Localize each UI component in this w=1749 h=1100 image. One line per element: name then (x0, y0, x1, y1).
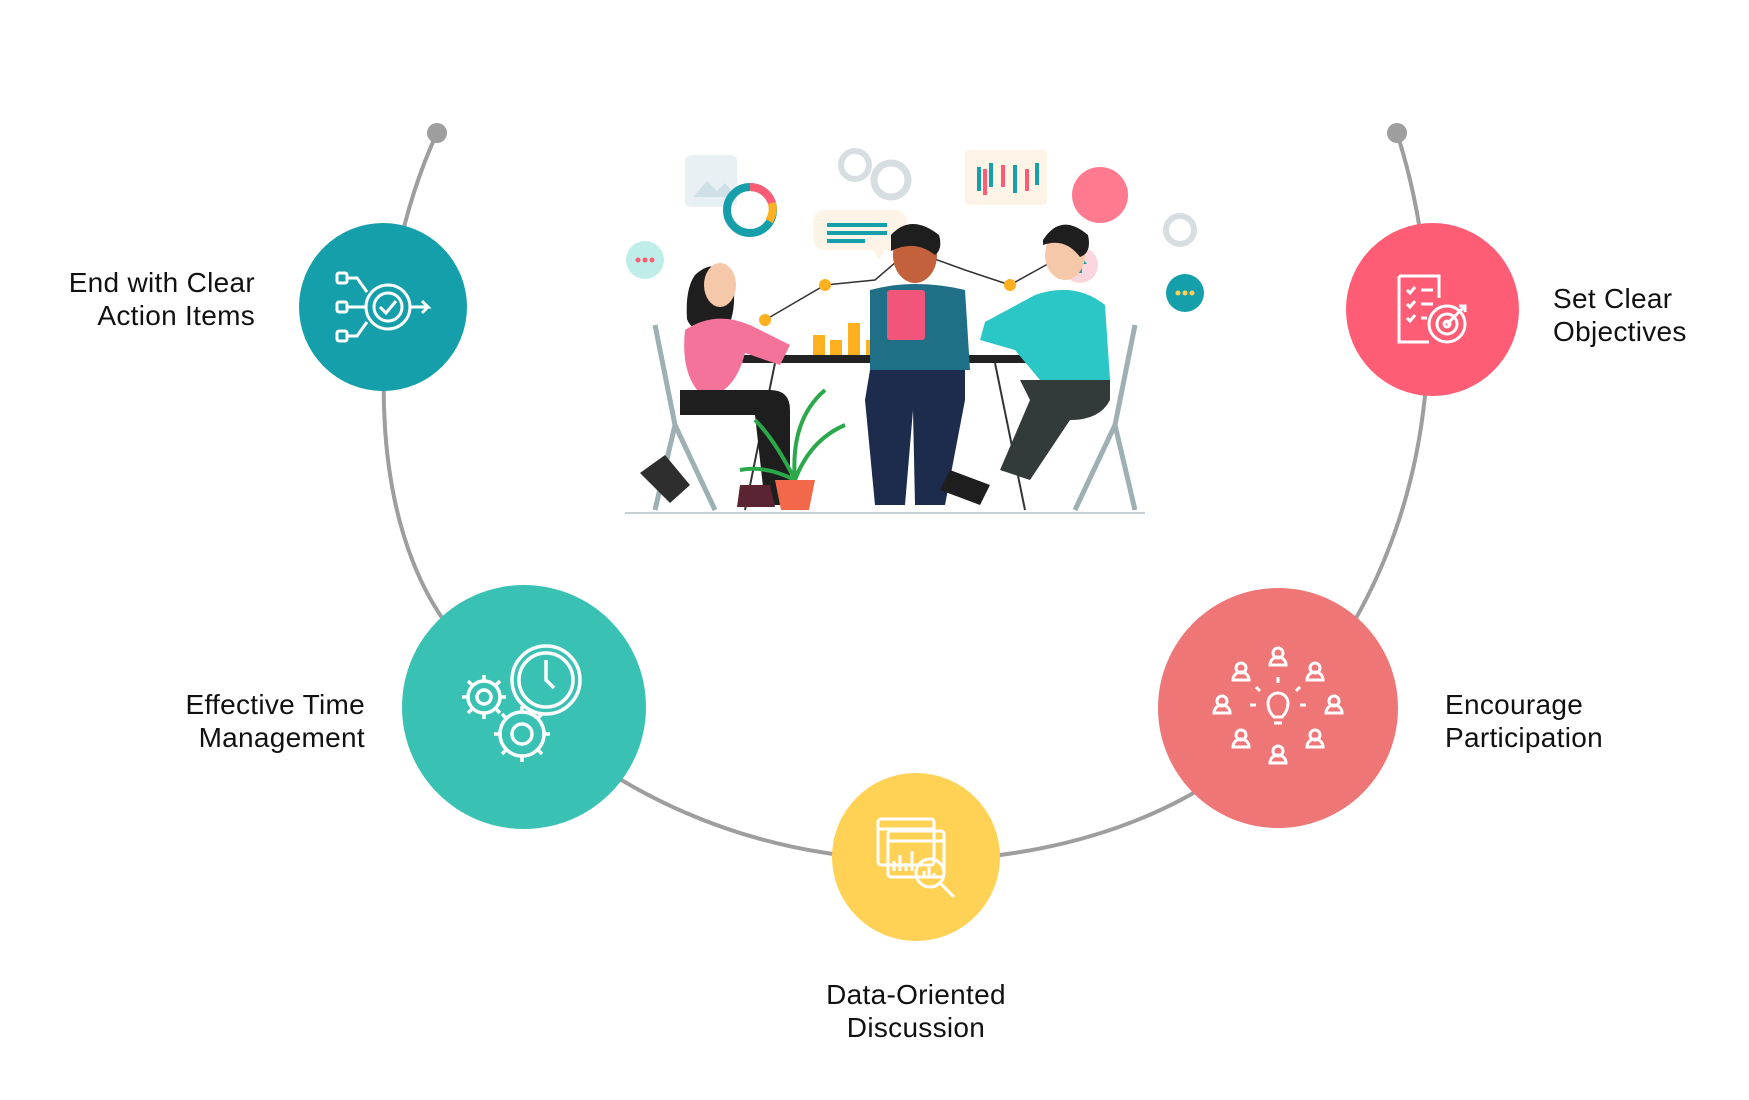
step-encourage-participation-label: Encourage Participation (1445, 689, 1603, 753)
step-data-oriented-discussion-label: Data-Oriented Discussion (826, 979, 1006, 1043)
arc-start-dot (427, 123, 447, 143)
data-magnifier-icon (876, 817, 956, 899)
checklist-target-icon (1397, 274, 1466, 343)
arc-end-dot (1387, 123, 1407, 143)
gears-clock-icon (462, 644, 582, 762)
step-encourage-participation-circle (1158, 588, 1398, 828)
action-flow-icon (335, 271, 432, 343)
step-end-with-clear-action-items-circle (299, 223, 467, 391)
step-set-clear-objectives-circle (1346, 223, 1519, 396)
step-effective-time-management-circle (402, 585, 646, 829)
people-lightbulb-icon (1212, 646, 1344, 765)
step-set-clear-objectives-label: Set Clear Objectives (1553, 283, 1687, 347)
team-meeting-illustration (625, 148, 1204, 514)
step-data-oriented-discussion-circle (832, 773, 1000, 941)
step-effective-time-management-label: Effective Time Management (185, 689, 365, 753)
step-end-with-clear-action-items-label: End with Clear Action Items (68, 267, 255, 331)
